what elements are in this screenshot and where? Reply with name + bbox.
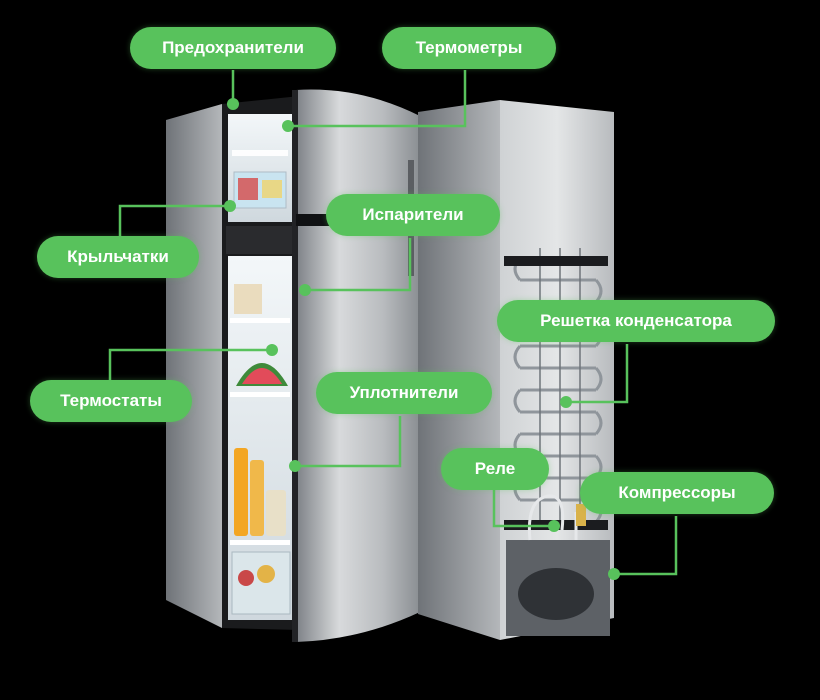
freezer-food (238, 178, 258, 200)
door-gasket (292, 90, 298, 642)
back-left-side (418, 100, 500, 640)
dot-impellers (224, 200, 236, 212)
compartment-divider (226, 226, 296, 254)
juice-bottle-2 (250, 460, 264, 536)
label-thermometers: Термометры (382, 27, 556, 69)
label-evaporators: Испарители (326, 194, 500, 236)
label-compressors: Компрессоры (580, 472, 774, 514)
front-refrigerator (166, 89, 420, 642)
fruit-1 (238, 570, 254, 586)
back-refrigerator (418, 100, 614, 640)
connector-lines (108, 70, 678, 576)
connector-relay (492, 490, 554, 528)
dot-evaporators (299, 284, 311, 296)
dot-seals (289, 460, 301, 472)
label-relay: Реле (441, 448, 549, 490)
dot-thermostats (266, 344, 278, 356)
dot-thermometers (282, 120, 294, 132)
label-seals: Уплотнители (316, 372, 492, 414)
juice-bottle-1 (234, 448, 248, 536)
dot-condenser (560, 396, 572, 408)
label-thermostats: Термостаты (30, 380, 192, 422)
connector-condenser (566, 344, 629, 404)
label-condenser-grid: Решетка конденсатора (497, 300, 775, 342)
door-handle-top (408, 160, 414, 200)
fridge-shelf-3 (230, 540, 290, 545)
connector-thermostats (108, 348, 272, 380)
fridge-door (296, 226, 420, 642)
connector-evaporators (305, 238, 412, 292)
fridge-left-side (166, 104, 222, 628)
connector-impellers (118, 204, 230, 238)
dot-relay (548, 520, 560, 532)
watermelon-flesh (242, 368, 282, 384)
connector-dots (224, 98, 620, 580)
fridge-shelf-1 (230, 318, 290, 323)
connector-thermometers (288, 70, 467, 128)
fridge-shelf-2 (230, 392, 290, 397)
connector-compressors (614, 516, 678, 576)
freezer-food-2 (262, 180, 282, 198)
freezer-shelf (232, 150, 288, 156)
compressor (518, 568, 594, 620)
food-box (234, 284, 262, 314)
label-impellers: Крыльчатки (37, 236, 199, 278)
coil-bracket-top (504, 256, 608, 266)
fruit-2 (257, 565, 275, 583)
freezer-door (296, 89, 420, 214)
label-fuses: Предохранители (130, 27, 336, 69)
dot-compressors (608, 568, 620, 580)
connector-seals (295, 416, 402, 468)
juice-bottle-3 (266, 490, 286, 536)
dot-fuses (227, 98, 239, 110)
relay-block (576, 504, 586, 526)
